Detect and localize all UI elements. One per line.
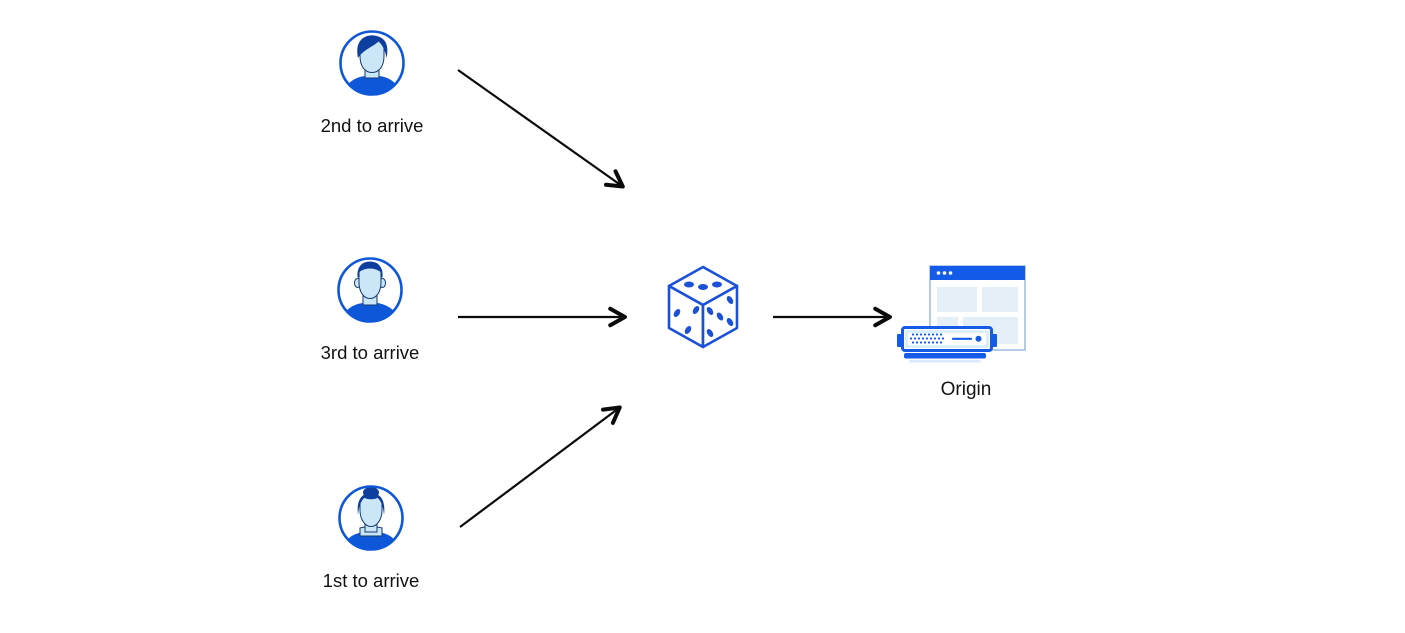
user-avatar-man-short-icon bbox=[337, 257, 403, 323]
dice-icon bbox=[667, 265, 739, 349]
server-icon bbox=[897, 326, 997, 363]
random-selector-node bbox=[664, 264, 742, 350]
server-dot-matrix bbox=[909, 333, 945, 344]
user-avatar-woman-bun-icon bbox=[338, 485, 404, 551]
client-node-1st: 1st to arrive bbox=[301, 484, 441, 592]
client-label-3rd: 3rd to arrive bbox=[320, 342, 420, 363]
user-avatar-man-swoop-icon bbox=[339, 30, 405, 96]
client-node-3rd: 3rd to arrive bbox=[300, 256, 440, 364]
arrow-client1st-to-dice bbox=[459, 405, 622, 528]
client-node-2nd: 2nd to arrive bbox=[302, 29, 442, 137]
client-label-2nd: 2nd to arrive bbox=[320, 115, 424, 136]
origin-node: Origin bbox=[880, 260, 1060, 405]
arrow-client2nd-to-dice bbox=[457, 69, 625, 189]
client-label-1st: 1st to arrive bbox=[322, 570, 420, 591]
origin-label: Origin bbox=[940, 379, 992, 400]
